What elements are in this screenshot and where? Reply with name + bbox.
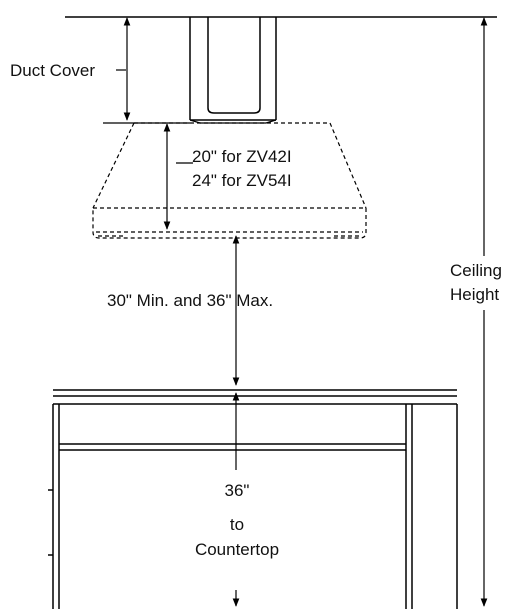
hood-height-label-line1: 20" for ZV42I bbox=[192, 147, 292, 166]
hood-height-label-line2: 24" for ZV54I bbox=[192, 171, 292, 190]
countertop-cabinet bbox=[48, 389, 458, 609]
duct-cover-label: Duct Cover bbox=[10, 61, 95, 80]
countertop-label-line2: to bbox=[230, 515, 244, 534]
countertop-label-line3: Countertop bbox=[195, 540, 279, 559]
countertop-label-line1: 36" bbox=[225, 481, 250, 500]
range-hood-outline bbox=[92, 122, 367, 239]
clearance-label: 30" Min. and 36" Max. bbox=[107, 291, 273, 310]
ceiling-height-label-line1: Ceiling bbox=[450, 261, 502, 280]
ceiling-height-label-line2: Height bbox=[450, 285, 499, 304]
duct-cover bbox=[189, 17, 277, 124]
